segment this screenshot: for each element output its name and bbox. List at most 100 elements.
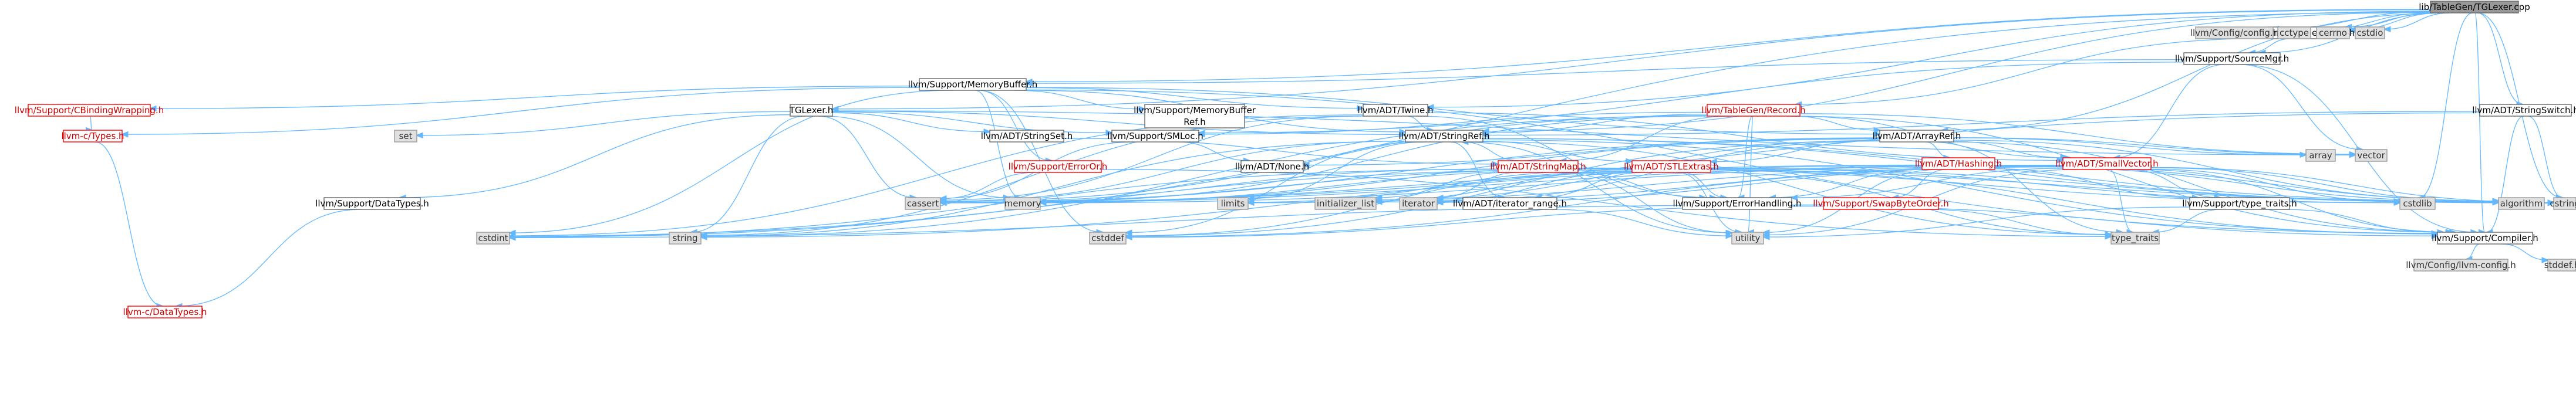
node-stringswitch[interactable]: llvm/ADT/StringSwitch.h: [2472, 104, 2576, 117]
node-cstdio: cstdio: [2355, 26, 2385, 39]
edge-stringref-to-string: [701, 141, 1406, 236]
node-arrayref[interactable]: llvm/ADT/ArrayRef.h: [1873, 130, 1961, 143]
node-cerrno: cerrno: [2316, 26, 2350, 39]
node-box-stringmap: [1498, 160, 1579, 173]
node-box-cstring: [2553, 197, 2576, 210]
node-string: string: [669, 232, 702, 245]
edge-memorybuffer-to-erroror: [979, 90, 1051, 161]
node-iterator_range[interactable]: llvm/ADT/iterator_range.h: [1453, 197, 1567, 210]
node-label-errorhandling: llvm/Support/ErrorHandling.h: [1673, 198, 1802, 209]
node-tglexer[interactable]: TGLexer.h: [789, 104, 834, 117]
node-box-type_traits: [2110, 232, 2160, 245]
node-smloc[interactable]: llvm/Support/SMLoc.h: [1107, 130, 1203, 143]
node-memorybuffer[interactable]: llvm/Support/MemoryBuffer.h: [908, 78, 1038, 91]
edge-stlextras-to-cstdint: [510, 168, 1633, 237]
node-tg_record[interactable]: llvm/TableGen/Record.h: [1701, 104, 1806, 117]
node-label-stddef: stddef.h: [2544, 260, 2576, 270]
node-box-cctype: [2277, 26, 2311, 39]
edge-sourcemgr-to-smloc: [1199, 62, 2184, 133]
nodes-layer: lib/TableGen/TGLexer.cppllvm/TableGen/Er…: [15, 1, 2576, 318]
edge-root-to-compiler: [2474, 12, 2485, 232]
edge-stringswitch-to-cstring: [2528, 116, 2562, 198]
edge-root-to-stringswitch: [2477, 12, 2523, 104]
edge-tglexer-to-cassert: [818, 116, 916, 198]
node-box-cassert: [905, 197, 941, 210]
node-label-ctypes: llvm-c/Types.h: [61, 131, 124, 141]
node-errorhandling[interactable]: llvm/Support/ErrorHandling.h: [1673, 197, 1802, 210]
node-box-root: [2430, 1, 2519, 13]
node-box-type_traits_h: [2189, 197, 2290, 210]
edge-stringswitch-to-compiler: [2487, 116, 2524, 232]
node-twine[interactable]: llvm/ADT/Twine.h: [1357, 104, 1434, 117]
node-box-limits: [1217, 197, 1249, 210]
edge-stringmap-to-stringref: [1462, 142, 1520, 161]
node-label-llvm_config: llvm/Config/llvm-config.h: [2406, 260, 2516, 270]
node-hashing[interactable]: llvm/ADT/Hashing.h: [1915, 157, 2002, 170]
node-supp_datatypes[interactable]: llvm/Support/DataTypes.h: [315, 197, 429, 210]
edge-arrayref-to-adt_none: [1303, 137, 1880, 165]
node-label-initializer_list: initializer_list: [1317, 198, 1374, 209]
node-label-config_h: llvm/Config/config.h: [2190, 28, 2278, 38]
node-box-smloc: [1111, 130, 1199, 143]
node-ctypes[interactable]: llvm-c/Types.h: [61, 130, 124, 143]
edge-smallvector-to-type_traits_h: [2126, 169, 2220, 198]
node-root[interactable]: lib/TableGen/TGLexer.cpp: [2419, 1, 2530, 13]
node-smallvector[interactable]: llvm/ADT/SmallVector.h: [2055, 157, 2159, 170]
edge-tglexer-to-supp_datatypes: [400, 114, 791, 198]
edge-cbinding-to-ctypes: [90, 116, 92, 130]
node-cbinding[interactable]: llvm/Support/CBindingWrapping.h: [15, 104, 164, 117]
edge-stringmap-to-cstdint: [510, 169, 1499, 237]
node-stringmap[interactable]: llvm/ADT/StringMap.h: [1490, 160, 1586, 173]
node-adt_none[interactable]: llvm/ADT/None.h: [1235, 160, 1309, 173]
edge-tglexer-to-stringset: [832, 112, 990, 131]
node-box-adt_none: [1240, 160, 1304, 173]
edge-root-to-twine: [1428, 11, 2431, 107]
edge-stringmap-to-initializer_list: [1376, 172, 1508, 198]
node-label-limits: limits: [1221, 198, 1245, 209]
edge-stringref-to-type_traits: [1482, 141, 2111, 235]
edge-swapbyteorder-to-cstdint: [510, 204, 1824, 238]
node-box-stddef: [2547, 259, 2576, 272]
edge-tg_record-to-errorhandling: [1738, 116, 1753, 198]
node-label-cstdio: cstdio: [2357, 28, 2383, 38]
node-box-cdatatypes: [127, 306, 203, 318]
edge-arrayref-to-vector: [1953, 137, 2355, 155]
edge-arrayref-to-cstddef: [1126, 140, 1880, 236]
node-limits: limits: [1217, 197, 1249, 210]
node-label-stringset: llvm/ADT/StringSet.h: [981, 131, 1073, 141]
node-box-string: [669, 232, 702, 245]
node-erroror[interactable]: llvm/Support/ErrorOr.h: [1009, 160, 1108, 173]
edge-compiler-to-stddef: [2501, 243, 2548, 260]
node-stlextras[interactable]: llvm/ADT/STLExtras.h: [1624, 160, 1719, 173]
node-type_traits_h[interactable]: llvm/Support/type_traits.h: [2182, 197, 2297, 210]
node-compiler[interactable]: llvm/Support/Compiler.h: [2432, 232, 2538, 245]
node-label-cstdint: cstdint: [478, 233, 508, 243]
node-label-cstdlib: cstdlib: [2403, 198, 2432, 209]
edge-stlextras-to-compiler: [1710, 169, 2437, 234]
node-stringset[interactable]: llvm/ADT/StringSet.h: [981, 130, 1073, 143]
edge-stringref-to-cstddef: [1126, 141, 1425, 233]
node-cstddef: cstddef: [1089, 232, 1127, 245]
edge-type_traits_h-to-utility: [1764, 206, 2190, 237]
node-label-smallvector: llvm/ADT/SmallVector.h: [2055, 158, 2158, 169]
edge-arrayref-to-type_traits: [1929, 141, 2122, 232]
node-cdatatypes[interactable]: llvm-c/DataTypes.h: [123, 306, 207, 318]
node-swapbyteorder[interactable]: llvm/Support/SwapByteOrder.h: [1813, 197, 1949, 210]
node-cstdint: cstdint: [476, 232, 510, 245]
node-box-errorhandling: [1682, 197, 1792, 210]
node-label-stringref: llvm/ADT/StringRef.h: [1398, 131, 1489, 141]
node-box-cstdlib: [2399, 197, 2436, 210]
node-box-arrayref: [1879, 130, 1954, 143]
edge-memorybuffer-to-membufref_l1: [1013, 90, 1145, 109]
edge-sourcemgr-to-memorybuffer: [1026, 59, 2184, 83]
node-label-memorybuffer: llvm/Support/MemoryBuffer.h: [908, 79, 1038, 90]
node-label-supp_datatypes: llvm/Support/DataTypes.h: [315, 198, 429, 209]
node-sourcemgr[interactable]: llvm/Support/SourceMgr.h: [2175, 52, 2289, 65]
node-box-config_h: [2195, 26, 2274, 39]
node-box-memory: [1004, 197, 1041, 210]
node-box-cstddef: [1089, 232, 1127, 245]
node-cctype: cctype: [2277, 26, 2311, 39]
node-stringref[interactable]: llvm/ADT/StringRef.h: [1398, 130, 1490, 143]
node-box-smallvector: [2062, 157, 2152, 170]
